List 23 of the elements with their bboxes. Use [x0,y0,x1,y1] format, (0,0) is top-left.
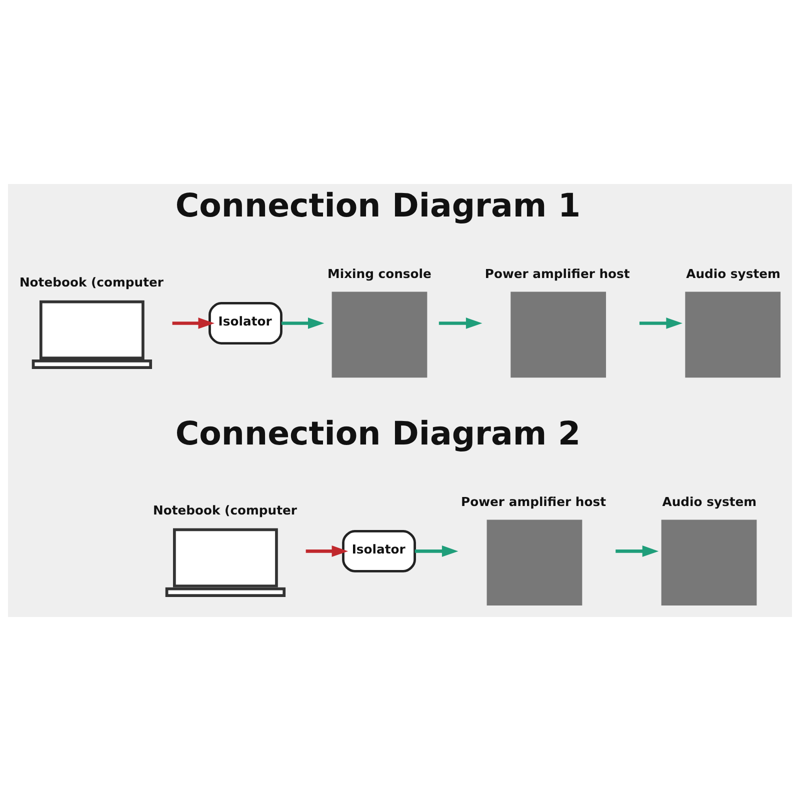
node-label: Audio system [686,265,780,280]
arrow [172,317,215,328]
arrow [616,545,659,556]
node-box: Isolator [208,302,282,344]
node-box [685,291,781,378]
node-box [332,291,428,378]
arrow [414,545,458,556]
node-label: Notebook (computer [19,274,164,289]
node-box [486,519,582,606]
node-label: Audio system [662,493,757,508]
node-box [510,291,606,378]
node-label: Power amplifier host [484,265,630,280]
node-label: Notebook (computer [152,502,298,517]
arrow [438,317,482,328]
node-box: Isolator [342,529,416,572]
node-box [661,519,757,606]
label: Connection Diagram 2 [175,414,581,452]
arrow [306,545,348,556]
node-label: Mixing console [328,265,432,280]
arrow [639,317,682,328]
node-label: Power amplifier host [461,493,606,508]
arrow [281,317,324,328]
label: Connection Diagram 1 [175,186,581,224]
